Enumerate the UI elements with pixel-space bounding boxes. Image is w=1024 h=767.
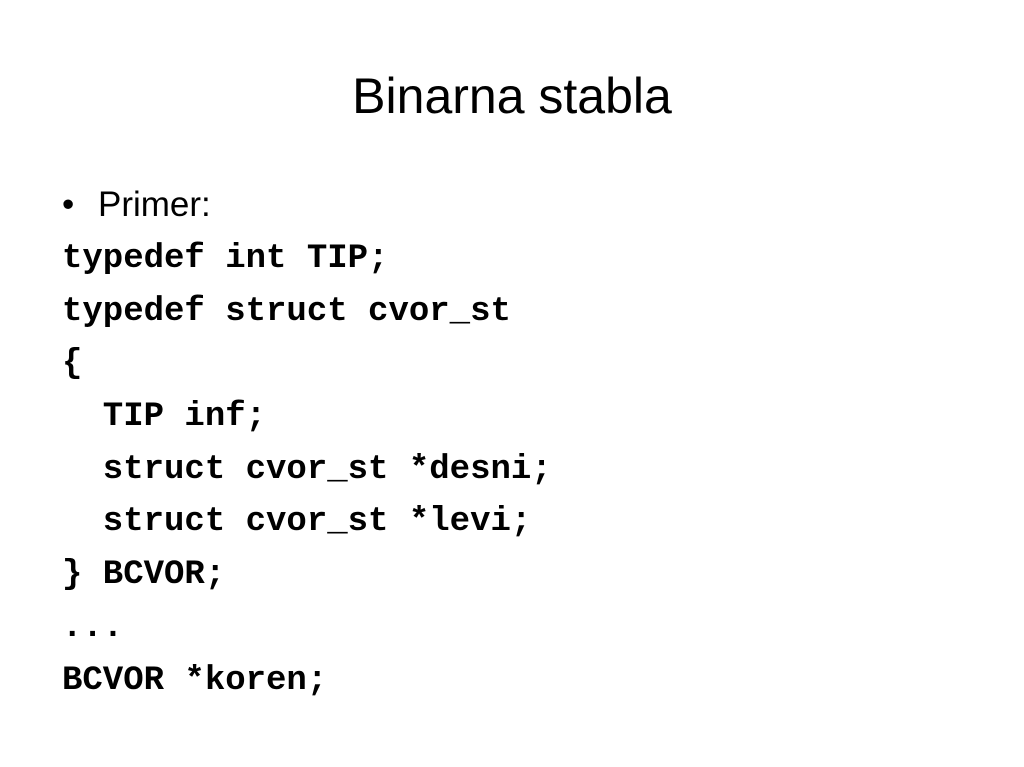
- bullet-item: • Primer:: [62, 183, 211, 227]
- code-line: TIP inf;: [62, 398, 267, 437]
- code-block: typedef int TIP; typedef struct cvor_st …: [62, 233, 552, 707]
- code-line: ...: [62, 608, 124, 647]
- bullet-dot-icon: •: [62, 185, 75, 224]
- code-line: struct cvor_st *desni;: [62, 450, 552, 489]
- code-line: BCVOR *koren;: [62, 661, 328, 700]
- bullet-text: Primer:: [98, 185, 211, 224]
- code-line: typedef int TIP;: [62, 240, 389, 278]
- code-line: struct cvor_st *levi;: [62, 503, 532, 542]
- slide-title: Binarna stabla: [352, 68, 672, 124]
- code-line: {: [62, 345, 83, 384]
- code-line: typedef struct cvor_st: [62, 292, 511, 331]
- code-line: } BCVOR;: [62, 556, 226, 595]
